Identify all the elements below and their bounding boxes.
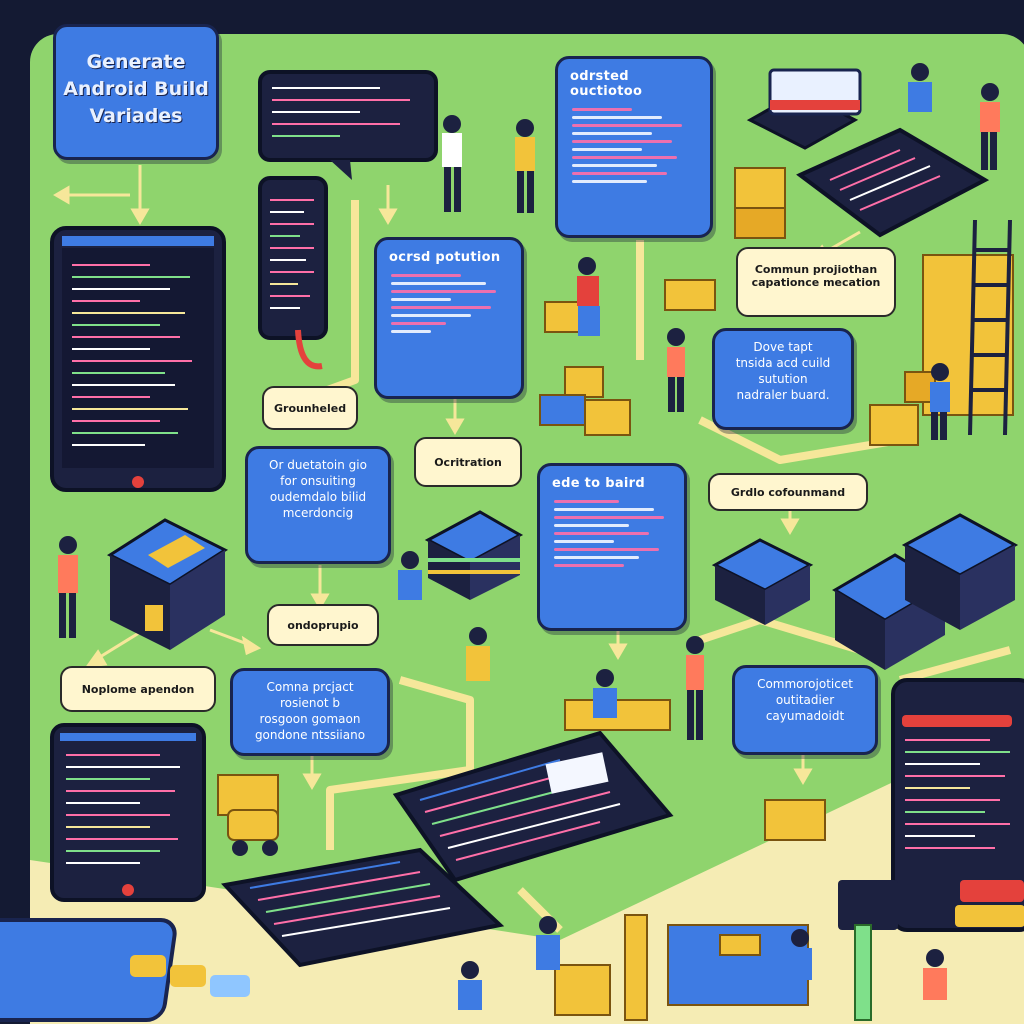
server-stack-right [711, 513, 1019, 670]
server-stack-left [106, 518, 229, 650]
label-common-projection: Commun projiothan capationce mecation [736, 247, 896, 317]
label-noplome: Noplome apendon [60, 666, 216, 712]
server-stack-top-right [746, 68, 862, 150]
crates [217, 167, 1014, 1016]
info-box-bottom-left-text: Comna prcjact rosienot b rosgoon gomaon … [254, 680, 366, 742]
info-box-left-text: Or duetatoin gio for onsuiting oudemdalo… [269, 458, 367, 520]
info-box-left: Or duetatoin gio for onsuiting oudemdalo… [245, 446, 391, 564]
label-gradle-command: Grdlo cofounmand [708, 473, 868, 511]
laptop-center [392, 730, 674, 883]
info-box-bottom-right-text: Commorojoticet outitadier cayumadoidt [757, 677, 853, 723]
device-phone [258, 176, 328, 370]
code-box-top: odrsted ouctiotoo [555, 56, 713, 238]
forklift [227, 809, 279, 856]
label-gradle: Grounheled [262, 386, 358, 430]
laptop-bottom [221, 847, 505, 968]
code-box-center: ede to baird [537, 463, 687, 631]
code-box-center-heading: ede to baird [552, 476, 645, 491]
info-box-right: Dove tapt tnsida acd cuild sutution nadr… [712, 328, 854, 430]
label-ondoprupio: ondoprupio [267, 604, 379, 646]
device-tablet-bottom-left [50, 723, 206, 902]
code-box-top-heading: odrsted ouctiotoo [570, 69, 643, 99]
info-box-bottom-left: Comna prcjact rosienot b rosgoon gomaon … [230, 668, 390, 756]
people [58, 63, 1000, 1010]
ladder [968, 219, 1012, 436]
info-box-bottom-right: Commorojoticet outitadier cayumadoidt [732, 665, 878, 755]
monitor-right [838, 678, 1024, 932]
code-box-mid-left: ocrsd potution [374, 237, 524, 399]
label-orchestration: Ocritration [414, 437, 522, 487]
title-box-text: Generate Android Build Variades [63, 51, 209, 127]
device-tablet-bottom [0, 918, 250, 1022]
device-tablet-top-right [796, 127, 990, 238]
pillar [624, 914, 872, 1021]
info-box-right-text: Dove tapt tnsida acd cuild sutution nadr… [735, 340, 831, 402]
device-terminal-top [258, 70, 438, 180]
server-stack-center [424, 510, 524, 600]
title-box: Generate Android Build Variades [53, 24, 219, 160]
code-box-mid-left-heading: ocrsd potution [389, 250, 501, 265]
device-tablet-left [50, 226, 226, 492]
